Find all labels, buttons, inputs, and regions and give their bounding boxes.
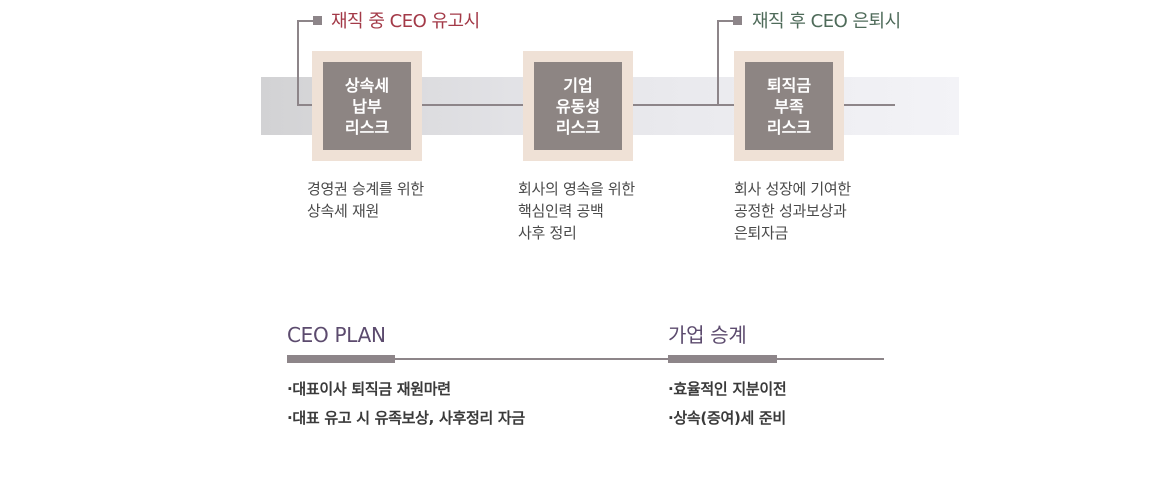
risk-description-inheritance: 경영권 승계를 위한 상속세 재원 bbox=[307, 178, 497, 222]
list-item: ·상속(증여)세 준비 bbox=[668, 409, 786, 427]
risk-label-line: 퇴직금 bbox=[766, 75, 812, 95]
risk-label-line: 리스크 bbox=[344, 117, 390, 137]
risk-box-inner: 퇴직금 부족 리스크 bbox=[745, 62, 833, 150]
section-underline-business-succession bbox=[668, 355, 777, 363]
description-line: 은퇴자금 bbox=[734, 224, 789, 242]
description-line: 사후 정리 bbox=[518, 224, 577, 242]
description-line: 회사 성장에 기여한 bbox=[734, 180, 851, 198]
ceo-plan-list: ·대표이사 퇴직금 재원마련 ·대표 유고 시 유족보상, 사후정리 자금 bbox=[287, 375, 525, 433]
risk-box-severance: 퇴직금 부족 리스크 bbox=[734, 51, 844, 161]
section-underline-ceo-plan bbox=[287, 355, 395, 363]
description-line: 경영권 승계를 위한 bbox=[307, 180, 424, 198]
square-marker-icon bbox=[313, 16, 322, 25]
risk-box-inner: 상속세 납부 리스크 bbox=[323, 62, 411, 150]
connector-right-vertical bbox=[717, 20, 719, 106]
risk-label-line: 납부 bbox=[352, 96, 382, 116]
section-title-business-succession: 가업 승계 bbox=[668, 323, 747, 347]
section-title-ceo-plan: CEO PLAN bbox=[287, 323, 386, 347]
connector-left-horizontal bbox=[297, 20, 315, 22]
risk-label-line: 유동성 bbox=[555, 96, 601, 116]
description-line: 핵심인력 공백 bbox=[518, 202, 604, 220]
list-item: ·대표이사 퇴직금 재원마련 bbox=[287, 380, 451, 398]
square-marker-icon bbox=[733, 16, 742, 25]
section-divider-line bbox=[287, 358, 884, 360]
risk-label-line: 리스크 bbox=[766, 117, 812, 137]
risk-box-inner: 기업 유동성 리스크 bbox=[534, 62, 622, 150]
risk-label-line: 상속세 bbox=[344, 75, 390, 95]
risk-description-liquidity: 회사의 영속을 위한 핵심인력 공백 사후 정리 bbox=[518, 178, 708, 244]
connector-right-horizontal bbox=[717, 20, 735, 22]
description-line: 상속세 재원 bbox=[307, 202, 379, 220]
list-item: ·효율적인 지분이전 bbox=[668, 380, 787, 398]
description-line: 회사의 영속을 위한 bbox=[518, 180, 635, 198]
risk-box-inheritance-tax: 상속세 납부 리스크 bbox=[312, 51, 422, 161]
list-item: ·대표 유고 시 유족보상, 사후정리 자금 bbox=[287, 409, 525, 427]
header-in-office-ceo: 재직 중 CEO 유고시 bbox=[331, 11, 480, 32]
risk-label-line: 리스크 bbox=[555, 117, 601, 137]
risk-box-liquidity: 기업 유동성 리스크 bbox=[523, 51, 633, 161]
risk-label-line: 기업 bbox=[563, 75, 593, 95]
risk-description-severance: 회사 성장에 기여한 공정한 성과보상과 은퇴자금 bbox=[734, 178, 924, 244]
header-retired-ceo: 재직 후 CEO 은퇴시 bbox=[752, 11, 901, 32]
risk-label-line: 부족 bbox=[774, 96, 804, 116]
description-line: 공정한 성과보상과 bbox=[734, 202, 847, 220]
connector-left-vertical bbox=[297, 20, 299, 106]
business-succession-list: ·효율적인 지분이전 ·상속(증여)세 준비 bbox=[668, 375, 787, 433]
